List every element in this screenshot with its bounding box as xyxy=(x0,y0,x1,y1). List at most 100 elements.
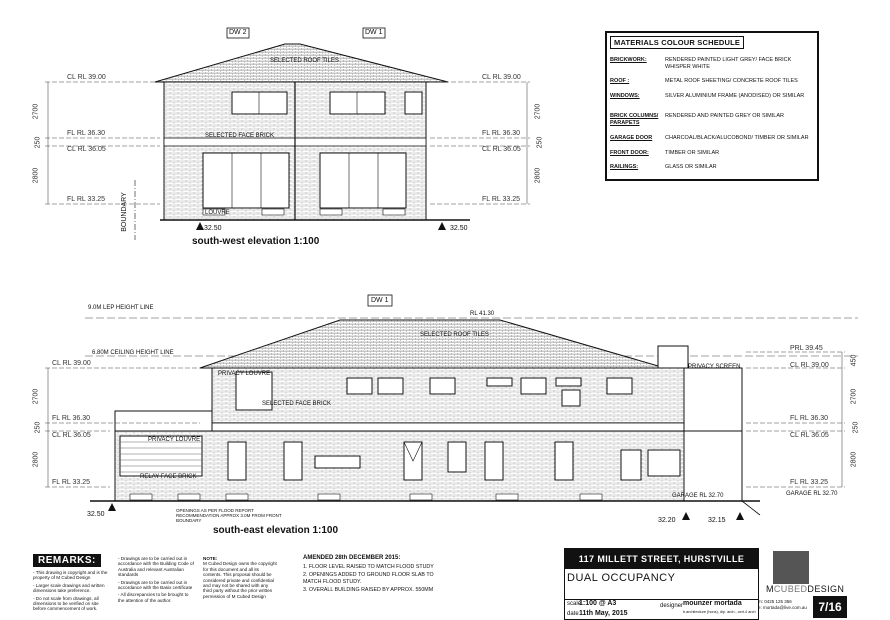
se-level-right-6: GARAGE RL 32.70 xyxy=(786,491,838,497)
remarks-heading: REMARKS: xyxy=(33,554,101,567)
se-level-left-2: FL RL 36.30 xyxy=(52,415,91,422)
material-value: RENDERED AND PAINTED GREY OR SIMILAR xyxy=(665,113,784,119)
se-dim-left-1: 2700 xyxy=(32,388,40,405)
sw-dim-right-3: 2800 xyxy=(534,167,542,184)
material-key: GARAGE DOOR xyxy=(610,135,653,141)
title-block: 117 MILLETT STREET, HURSTVILLE DUAL OCCU… xyxy=(564,548,759,620)
amended-heading: AMENDED 28th DECEMBER 2015: xyxy=(303,555,401,561)
amended-item: 3. OVERALL BUILDING RAISED BY APPROX. 55… xyxy=(303,587,434,594)
remark-item: - All discrepancies to be brought to the… xyxy=(118,592,189,603)
se-garage-label: GARAGE RL 32.70 xyxy=(672,493,724,499)
note-body: M Cubed Design owns the copyright for th… xyxy=(203,561,277,599)
se-ground-right: 32.15 xyxy=(708,517,726,524)
south-east-elevation-drawing xyxy=(45,294,858,520)
sw-dim-left-2: 250 xyxy=(34,136,42,149)
se-tag: DW 1 xyxy=(371,297,389,304)
se-dim-left-3: 2800 xyxy=(32,451,40,468)
se-ground-mid: 32.20 xyxy=(658,517,676,524)
sw-face-brick-label: SELECTED FACE BRICK xyxy=(205,133,275,139)
sw-dim-right-1: 2700 xyxy=(534,103,542,120)
designer-label: designer xyxy=(660,603,684,609)
se-render-brick-label: RELAY FACE BRICK xyxy=(140,474,197,480)
sw-dim-left-1: 2700 xyxy=(32,103,40,120)
se-elevation-title: south-east elevation 1:100 xyxy=(213,525,339,536)
logo-cubed: CUBED xyxy=(773,584,808,594)
se-level-right-2: CL RL 39.00 xyxy=(790,362,829,369)
south-west-elevation-drawing xyxy=(45,27,530,240)
material-key: ROOF : xyxy=(610,78,630,84)
remarks-note: NOTE: M Cubed Design owns the copyright … xyxy=(203,556,278,599)
se-dim-left-2: 250 xyxy=(34,421,42,434)
se-dim-right-2: 2700 xyxy=(850,388,858,405)
logo-text: MCUBEDDESIGN xyxy=(766,584,844,594)
sw-dim-left-3: 2800 xyxy=(32,167,40,184)
se-level-right-1: PRL 39.45 xyxy=(790,345,823,352)
remarks-col1: - This drawing is copyright and is the p… xyxy=(33,570,111,612)
se-roof-note: SELECTED ROOF TILES xyxy=(420,332,489,338)
sw-level-left-2: FL RL 36.30 xyxy=(67,130,106,137)
se-level-right-4: CL RL 36.05 xyxy=(790,432,829,439)
scale-value: 1:100 @ A3 xyxy=(579,600,617,607)
sw-roof-note: SELECTED ROOF TILES xyxy=(270,58,339,64)
sw-level-right-3: CL RL 36.05 xyxy=(482,146,521,153)
se-privacy-screen-label: PRIVACY SCREEN xyxy=(688,364,741,370)
material-key: BRICKWORK: xyxy=(610,57,647,63)
sw-level-left-4: FL RL 33.25 xyxy=(67,196,106,203)
remark-item: - Larger scale drawings and written dime… xyxy=(33,582,105,594)
logo-design: DESIGN xyxy=(807,584,845,594)
se-level-left-3: CL RL 36.05 xyxy=(52,432,91,439)
date-label: date xyxy=(567,611,579,617)
remark-item: - Drawings are to be carried out in acco… xyxy=(118,556,194,578)
amended-item: 1. FLOOR LEVEL RAISED TO MATCH FLOOD STU… xyxy=(303,563,434,570)
scale-label: scale xyxy=(567,601,582,607)
remarks-col2: - Drawings are to be carried out in acco… xyxy=(118,556,196,603)
se-ridge: RL 41.30 xyxy=(470,311,495,317)
site-address: 117 MILLETT STREET, HURSTVILLE xyxy=(565,549,758,569)
material-value: SILVER ALUMINIUM FRAME (ANODISED) OR SIM… xyxy=(665,93,805,99)
se-lep-line: 9.0M LEP HEIGHT LINE xyxy=(88,305,154,311)
se-level-left-1: CL RL 39.00 xyxy=(52,360,91,367)
se-level-left-4: FL RL 33.25 xyxy=(52,479,91,486)
designer-qualification: b.architecture (hons), dip. arch., cert.… xyxy=(683,610,756,614)
sw-elevation-title: south-west elevation 1:100 xyxy=(192,236,320,247)
contact: m: 0425 125 356 e: mortada@live.com.au xyxy=(758,599,807,610)
se-privacy-louvre-label: PRIVACY LOUVRE xyxy=(218,371,271,377)
se-face-brick-label: SELECTED FACE BRICK xyxy=(262,401,332,407)
contact-email: e: mortada@live.com.au xyxy=(758,604,807,610)
se-ceiling-line: 6.80M CEILING HEIGHT LINE xyxy=(92,350,174,356)
material-key: RAILINGS: xyxy=(610,164,639,170)
sheet-number: 7/16 xyxy=(813,596,847,618)
sw-ground-right: 32.50 xyxy=(450,225,468,232)
se-level-right-3: FL RL 36.30 xyxy=(790,415,829,422)
material-key: WINDOWS: xyxy=(610,93,640,99)
se-dim-right-4: 2800 xyxy=(850,451,858,468)
se-level-right-5: FL RL 33.25 xyxy=(790,479,829,486)
se-boundary-note: OPENINGS AS PER FLOOD REPORT RECOMMENDAT… xyxy=(176,508,282,523)
company-logo: MCUBEDDESIGN xyxy=(766,551,848,595)
material-key: FRONT DOOR: xyxy=(610,150,649,156)
se-ground-left: 32.50 xyxy=(87,511,105,518)
logo-square xyxy=(773,551,809,584)
note-heading: NOTE: xyxy=(203,556,218,561)
remark-item: - This drawing is copyright and is the p… xyxy=(33,570,108,581)
sw-level-right-1: CL RL 39.00 xyxy=(482,74,521,81)
remark-item: - Do not scale from drawings, all dimens… xyxy=(33,595,99,612)
material-value: METAL ROOF SHEETING/ CONCRETE ROOF TILES xyxy=(665,78,798,84)
material-value: GLASS OR SIMILAR xyxy=(665,164,717,170)
sw-level-left-3: CL RL 36.05 xyxy=(67,146,106,153)
amendments: AMENDED 28th DECEMBER 2015: 1. FLOOR LEV… xyxy=(303,555,453,594)
project-name: DUAL OCCUPANCY xyxy=(567,572,676,584)
sw-level-left-1: CL RL 39.00 xyxy=(67,74,106,81)
designer-name: mounzer mortada xyxy=(683,600,742,607)
material-value: TIMBER OR SIMILAR xyxy=(665,150,720,156)
date-value: 11th May, 2015 xyxy=(579,610,628,617)
se-privacy-louvre-lower-label: PRIVACY LOUVRE xyxy=(148,437,201,443)
sw-tag-right: DW 1 xyxy=(365,29,383,36)
material-value: CHARCOAL/BLACK/ALUCOBOND/ TIMBER OR SIMI… xyxy=(665,135,809,141)
sw-level-right-2: FL RL 36.30 xyxy=(482,130,521,137)
logo-m: M xyxy=(766,584,774,594)
material-key: BRICK COLUMNS/ PARAPETS xyxy=(610,113,659,126)
materials-title: MATERIALS COLOUR SCHEDULE xyxy=(610,36,745,49)
sw-tag-left: DW 2 xyxy=(229,29,247,36)
sw-dim-right-2: 250 xyxy=(536,136,544,149)
